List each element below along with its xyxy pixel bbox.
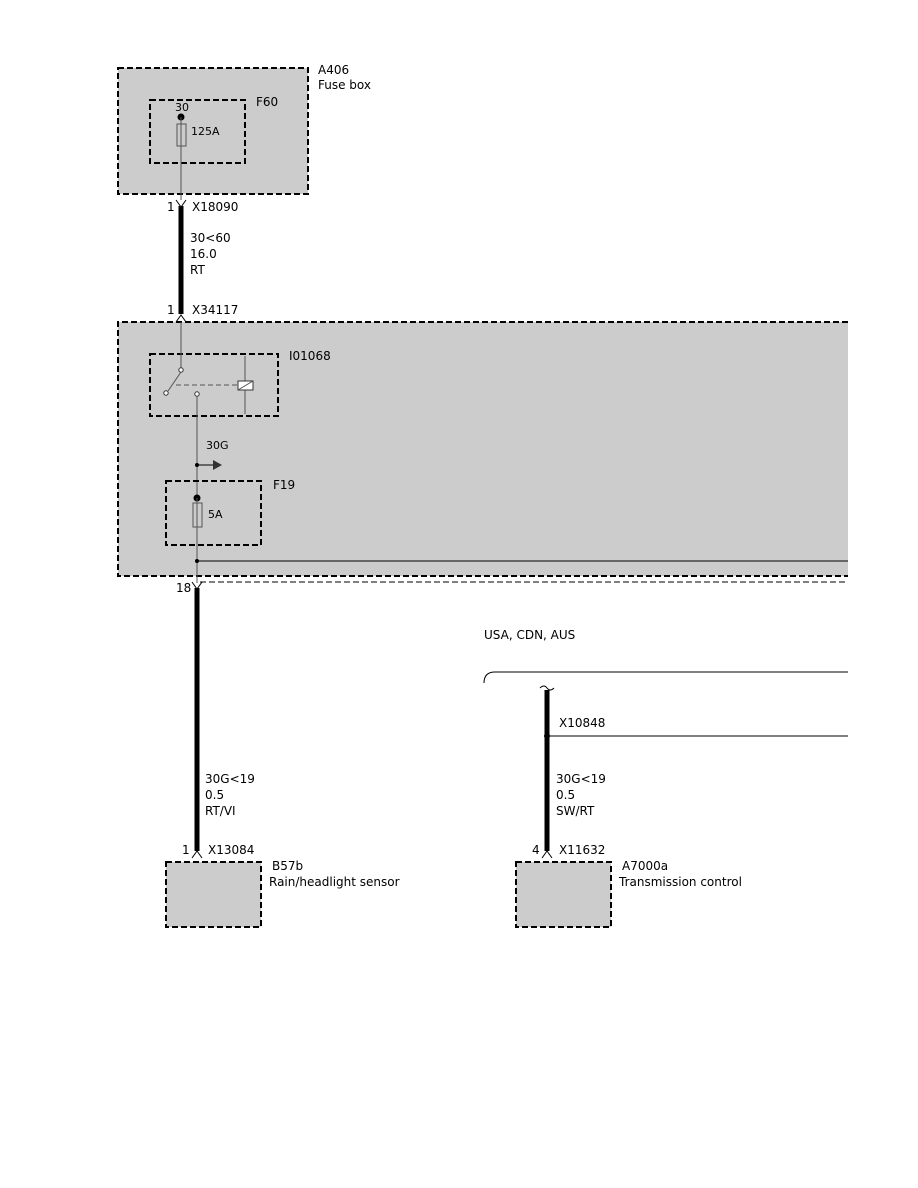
fuse-f60-rating: 125A [191,125,220,138]
wire-circuit: 30G<19 [205,772,255,786]
connector-x10848[interactable]: X10848 [559,716,605,730]
wire-circuit: 30G<19 [556,772,606,786]
fuse-f19[interactable]: F19 5A [165,478,295,583]
contact-icon [163,390,169,396]
connector-fork-icon [541,850,553,859]
junction-dot [195,559,199,563]
region-label: USA, CDN, AUS [484,628,575,642]
fuse-f60-id: F60 [256,95,278,109]
rain-sensor-b57b[interactable]: B57b Rain/headlight sensor [165,859,400,928]
wire-break-icon [539,685,555,691]
fuse-box-a406[interactable]: A406 Fuse box [117,63,371,195]
fuse-box-name: Fuse box [318,78,371,92]
relay-id: I01068 [289,349,331,363]
wire-size: 0.5 [205,788,224,802]
fuse-f60-terminal: 30 [175,101,189,114]
connector-id: X18090 [192,200,238,214]
connector-pin: 1 [167,303,175,317]
connector-pin: 1 [182,843,190,857]
connector-pin: 4 [532,843,540,857]
wire-size: 0.5 [556,788,575,802]
module-name: Transmission control [618,875,742,889]
wire-color: RT/VI [205,804,236,818]
connector-fork-icon [175,314,187,323]
module-box [117,321,848,583]
connector-x34117[interactable]: 1 X34117 [167,303,238,323]
fuse-f60[interactable]: F60 30 125A [149,95,278,200]
connector-fork-icon [191,581,203,590]
wire-rt-vi[interactable]: 30G<19 0.5 RT/VI [194,588,255,851]
connector-id: X11632 [559,843,605,857]
connector-x18090[interactable]: 1 X18090 [167,199,238,214]
sensor-id: B57b [272,859,303,873]
wire-size: 16.0 [190,247,217,261]
fuse-f19-rating: 5A [208,508,223,521]
connector-x11632[interactable]: 4 X11632 [532,843,605,859]
connector-id: X13084 [208,843,254,857]
branch-30g[interactable]: 30G [195,439,229,470]
wire-circuit: 30<60 [190,231,231,245]
wire-sw-rt[interactable]: 30G<19 0.5 SW/RT [539,685,848,851]
connector-pin: 1 [167,200,175,214]
contact-icon [178,367,184,373]
region-note: USA, CDN, AUS [483,628,848,684]
sensor-name: Rain/headlight sensor [269,875,400,889]
branch-label: 30G [206,439,229,452]
connector-id: X10848 [559,716,605,730]
connector-x13084[interactable]: 1 X13084 [182,843,254,859]
region-bracket [483,671,848,684]
relay-i01068[interactable]: I01068 [149,322,331,498]
switch-arm-icon [167,371,182,392]
connector-fork-icon [191,850,203,859]
arrow-right-icon [213,460,222,470]
wire-30-60[interactable]: 30<60 16.0 RT [178,206,231,314]
wire-color: SW/RT [556,804,595,818]
contact-icon [194,391,200,397]
connector-pin: 18 [176,581,191,595]
module-id: A7000a [622,859,668,873]
connector-id: X34117 [192,303,238,317]
transmission-control-a7000a[interactable]: A7000a Transmission control [515,859,742,928]
fuse-f19-id: F19 [273,478,295,492]
fuse-box-id: A406 [318,63,349,77]
connector-fork-icon [175,199,187,208]
wire-color: RT [190,263,205,277]
